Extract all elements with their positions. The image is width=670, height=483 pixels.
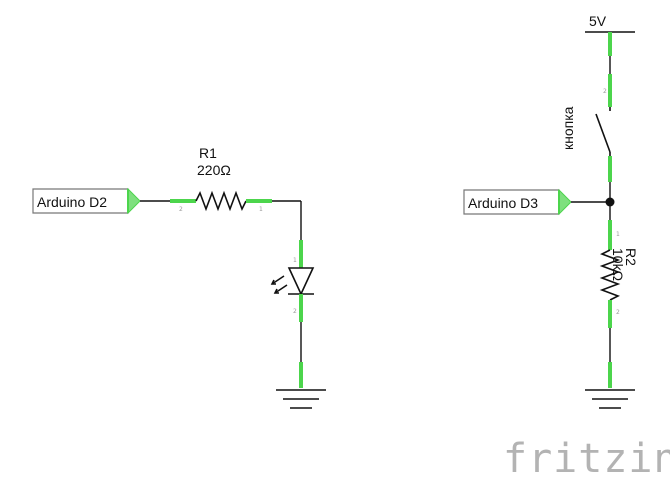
led-arrow-2 — [274, 284, 288, 294]
r1-name: R1 — [199, 145, 217, 161]
port-arrow — [558, 188, 572, 216]
ground-symbol-right — [585, 389, 635, 409]
r1-pin-label-left: 2 — [179, 206, 183, 213]
right-circuit: 5V 2 кнопка Arduino D3 1 R2 10kΩ — [463, 13, 639, 409]
r2-pin-label-top: 1 — [616, 231, 620, 238]
r1-pin-label-right: 1 — [259, 206, 263, 213]
led-triangle — [287, 267, 315, 296]
led-arrowhead-2 — [273, 288, 279, 294]
led-arrow-1 — [271, 275, 285, 285]
resistor-r2 — [599, 249, 621, 301]
button-label: кнопка — [560, 106, 576, 150]
led-pin-label-top: 1 — [293, 257, 297, 264]
r2-pin-label-bottom: 2 — [616, 309, 620, 316]
resistor-r1 — [195, 190, 247, 212]
ground-symbol-left — [276, 389, 326, 409]
led-pin-label-bottom: 2 — [293, 308, 297, 315]
push-button — [595, 107, 611, 156]
supply-label: 5V — [589, 13, 607, 29]
button-pin-label-top: 2 — [603, 88, 607, 95]
arduino-d3-port[interactable]: Arduino D3 — [463, 188, 572, 216]
r1-value: 220Ω — [197, 162, 231, 178]
button-lever — [595, 113, 611, 153]
port-arrow — [127, 187, 141, 215]
r2-name: R2 — [623, 248, 639, 266]
port-label: Arduino D3 — [468, 195, 538, 211]
r2-value: 10kΩ — [610, 248, 626, 281]
led-arrowhead-1 — [270, 279, 276, 285]
port-label: Arduino D2 — [37, 194, 107, 210]
arduino-d2-port[interactable]: Arduino D2 — [32, 187, 141, 215]
led-d1 — [270, 267, 315, 296]
fritzing-watermark: fritzing — [503, 436, 670, 482]
left-circuit: Arduino D2 2 R1 220Ω 1 1 2 — [32, 145, 326, 409]
